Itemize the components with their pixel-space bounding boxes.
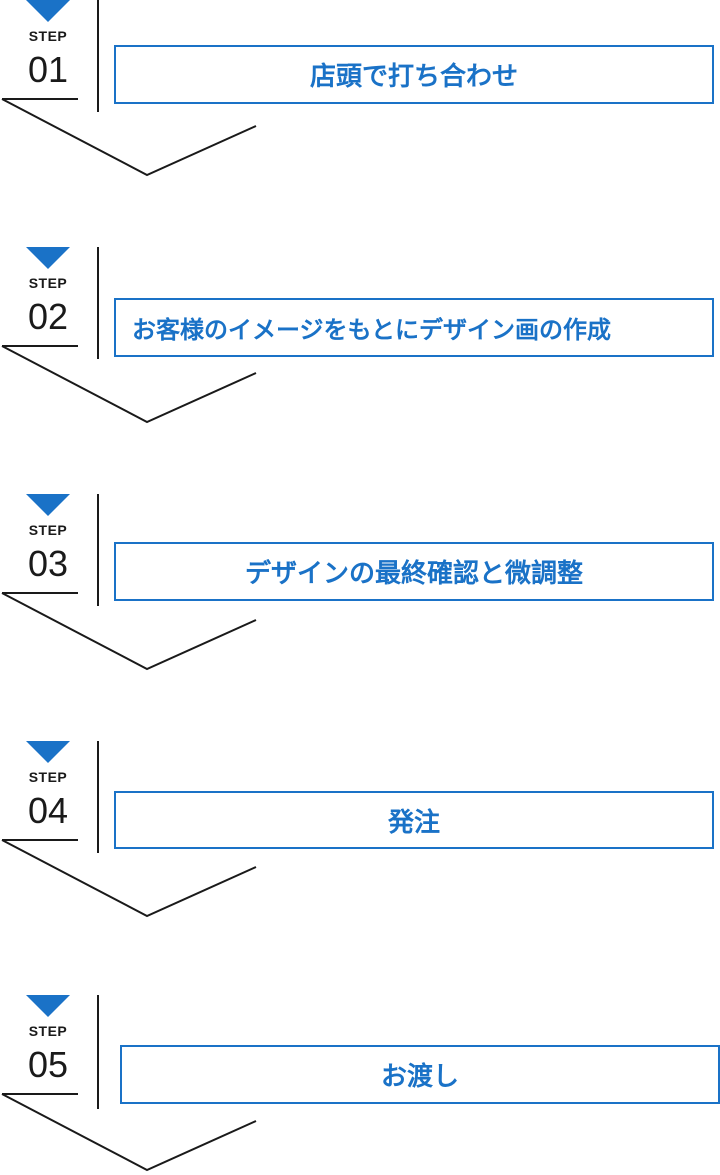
step-item: STEP 04 発注 bbox=[0, 741, 720, 921]
step-label: STEP bbox=[28, 522, 68, 538]
down-chevron-icon bbox=[1, 592, 257, 671]
down-chevron-icon bbox=[1, 1093, 257, 1172]
triangle-marker-icon bbox=[26, 494, 70, 516]
step-label: STEP bbox=[28, 275, 68, 291]
step-title-box: お渡し bbox=[120, 1045, 720, 1104]
down-chevron-icon bbox=[1, 98, 257, 177]
step-item: STEP 01 店頭で打ち合わせ bbox=[0, 0, 720, 180]
step-label: STEP bbox=[28, 28, 68, 44]
step-item: STEP 02 お客様のイメージをもとにデザイン画の作成 bbox=[0, 247, 720, 427]
triangle-marker-icon bbox=[26, 0, 70, 22]
triangle-marker-icon bbox=[26, 995, 70, 1017]
step-item: STEP 03 デザインの最終確認と微調整 bbox=[0, 494, 720, 674]
step-number: 02 bbox=[27, 296, 69, 337]
step-connector bbox=[1, 0, 257, 177]
step-title-box: 店頭で打ち合わせ bbox=[114, 45, 714, 104]
step-title-box: お客様のイメージをもとにデザイン画の作成 bbox=[114, 298, 714, 357]
step-connector bbox=[1, 995, 257, 1172]
triangle-marker-icon bbox=[26, 247, 70, 269]
step-number: 01 bbox=[27, 49, 69, 90]
step-connector bbox=[1, 741, 257, 918]
down-chevron-icon bbox=[1, 839, 257, 918]
step-label: STEP bbox=[28, 1023, 68, 1039]
down-chevron-icon bbox=[1, 345, 257, 424]
triangle-marker-icon bbox=[26, 741, 70, 763]
step-title-box: 発注 bbox=[114, 791, 714, 849]
step-number: 04 bbox=[27, 790, 69, 831]
step-label: STEP bbox=[28, 769, 68, 785]
step-number: 03 bbox=[27, 543, 69, 584]
step-connector bbox=[1, 247, 257, 424]
step-connector bbox=[1, 494, 257, 671]
step-item: STEP 05 お渡し bbox=[0, 995, 720, 1175]
step-title-box: デザインの最終確認と微調整 bbox=[114, 542, 714, 601]
step-number: 05 bbox=[27, 1044, 69, 1085]
